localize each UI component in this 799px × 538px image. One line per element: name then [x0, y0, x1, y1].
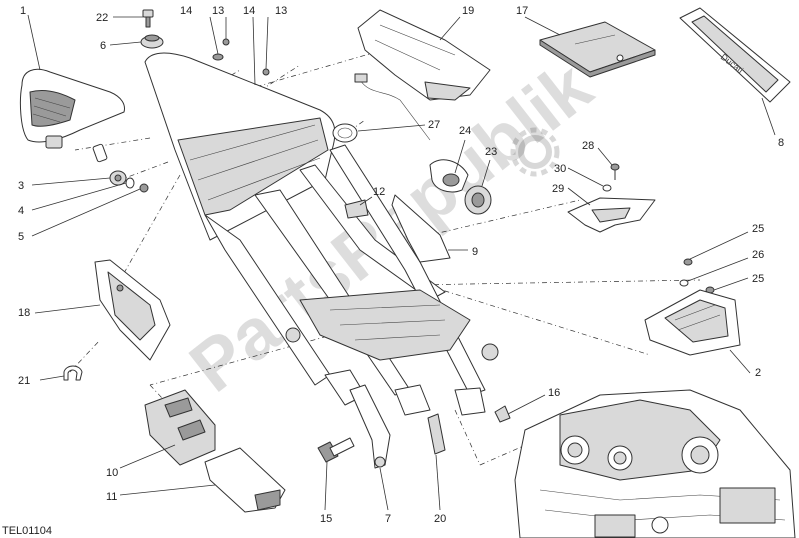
clip-part-16 — [494, 405, 511, 423]
label-1: 1 — [20, 5, 26, 17]
grommet-part-6 — [140, 34, 164, 49]
label-18: 18 — [18, 307, 30, 319]
label-24: 24 — [459, 125, 471, 137]
label-4: 4 — [18, 205, 24, 217]
tail-light-part-1 — [19, 68, 125, 163]
diagram-code: TEL01104 — [2, 525, 52, 537]
label-12: 12 — [373, 186, 385, 198]
label-27: 27 — [428, 119, 440, 131]
decal-part-20 — [427, 413, 446, 455]
label-11: 11 — [106, 491, 117, 503]
label-19: 19 — [462, 5, 474, 17]
pouch-part-10 — [144, 389, 216, 466]
label-10: 10 — [106, 467, 118, 479]
label-25b: 25 — [752, 273, 764, 285]
label-6: 6 — [100, 40, 106, 52]
bumper-part-22 — [142, 9, 154, 28]
label-9: 9 — [472, 246, 478, 258]
engine-reference — [514, 389, 796, 538]
rear-subframe — [144, 52, 499, 416]
label-29: 29 — [552, 183, 564, 195]
label-20: 20 — [434, 513, 446, 525]
label-22: 22 — [96, 12, 108, 24]
label-13b: 13 — [275, 5, 287, 17]
bolt-part-15 — [317, 437, 355, 463]
label-16: 16 — [548, 387, 560, 399]
holder-part-2 — [644, 289, 741, 356]
clamp-ring-part-27 — [332, 123, 358, 143]
label-14a: 14 — [180, 5, 192, 17]
plate-part-8: Ducati — [679, 7, 791, 103]
screws-part-25-26 — [679, 258, 715, 294]
label-25a: 25 — [752, 223, 764, 235]
washer-part-30 — [602, 184, 612, 192]
leader-lines — [27, 14, 776, 511]
label-26: 26 — [752, 249, 764, 261]
socket-part-24 — [354, 73, 469, 193]
label-30: 30 — [554, 163, 566, 175]
clip-part-21 — [63, 365, 83, 381]
bracket-part-29 — [567, 197, 656, 233]
label-14b: 14 — [243, 5, 255, 17]
label-15: 15 — [320, 513, 332, 525]
spacer-part-3 — [109, 170, 127, 186]
label-23: 23 — [485, 146, 497, 158]
side-panel-part-18 — [94, 259, 171, 361]
washer-part-4 — [125, 177, 135, 189]
label-5: 5 — [18, 231, 24, 243]
ring-nut-part-23 — [464, 185, 492, 215]
bag-part-11 — [204, 447, 286, 513]
label-28: 28 — [582, 140, 594, 152]
screw-part-28 — [610, 163, 620, 180]
watermark-gear-icon — [510, 127, 560, 177]
label-7: 7 — [385, 513, 391, 525]
label-8: 8 — [778, 137, 784, 149]
label-13a: 13 — [212, 5, 224, 17]
label-3: 3 — [18, 180, 24, 192]
label-2: 2 — [755, 367, 761, 379]
callout-labels: 1 22 6 14 13 14 13 19 17 8 27 24 23 28 3… — [18, 5, 784, 525]
strut-part-7 — [349, 384, 391, 469]
label-17: 17 — [516, 5, 528, 17]
decal-part-12 — [344, 199, 369, 219]
manual-kit-part-17 — [539, 21, 656, 78]
label-21: 21 — [18, 375, 30, 387]
screw-part-5 — [139, 183, 149, 193]
cover-part-19 — [357, 9, 491, 101]
